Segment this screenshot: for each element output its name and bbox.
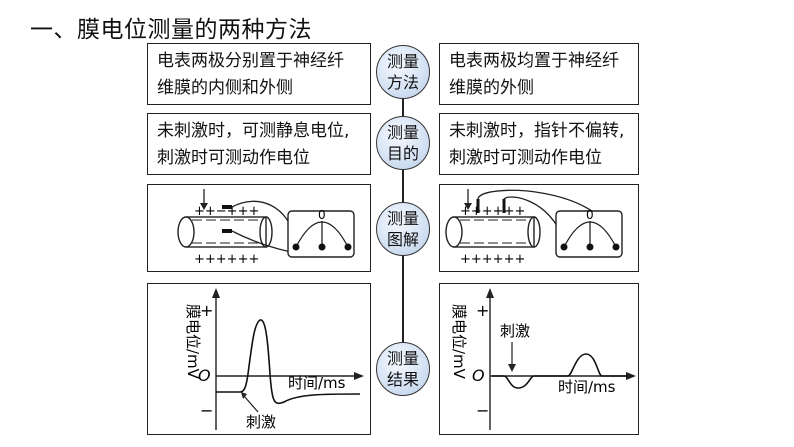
stimulus-arrowhead [200,203,208,210]
y-minus: − [476,401,489,420]
diagram-right: ++++++ ++++++ 0 [445,189,623,267]
y-minus: − [200,401,213,420]
method-right-box: 电表两极均置于神经纤维膜的外侧 [439,43,639,105]
origin-label: O [198,366,211,385]
y-plus: + [200,301,213,320]
x-axis-label: 时间/ms [288,374,346,392]
method-right-line-1: 电表两极均置于神经纤 [449,51,619,71]
method-right-line-2: 维膜的外侧 [449,78,534,98]
nerve-fiber-end [177,216,195,248]
diagram-left-box: ++−+++ ++++++ 0 [147,184,371,272]
stimulus-label: 刺激 [246,413,276,431]
result-right-graph: + − O 时间/ms 膜电位/mV 刺激 [450,288,636,430]
y-axis-label: 膜电位/mV [450,304,468,380]
diagram-circle-line-2: 图解 [386,230,419,249]
result-circle-line-2: 结果 [386,370,419,389]
diagram-left: ++−+++ ++++++ 0 [177,189,355,267]
y-axis-arrow [212,288,220,298]
method-left-line-2: 维膜的内侧和外侧 [157,78,293,98]
result-left-graph: + − O 时间/ms 膜电位/mV 刺激 [184,288,364,431]
x-axis-arrow [354,372,364,380]
method-circle-line-2: 方法 [386,73,419,92]
method-left-line-1: 电表两极分别置于神经纤 [157,51,344,71]
y-plus: + [476,301,489,320]
origin-label: O [472,366,485,385]
diagram-circle-line-1: 测量 [386,209,419,228]
terminal-center [318,243,326,251]
result-right-box: + − O 时间/ms 膜电位/mV 刺激 [439,283,639,435]
y-axis-arrow [486,288,494,298]
method-circle: 测量 方法 [376,45,430,99]
action-potential-curve [216,319,361,405]
meter-zero: 0 [586,208,594,222]
bottom-charges: ++++++ [194,252,259,267]
terminal-left [292,243,300,251]
result-left-box: + − O 时间/ms 膜电位/mV 刺激 [147,283,371,435]
x-axis-label: 时间/ms [558,378,616,396]
electrode-inner [222,229,232,233]
nerve-fiber-cut [527,216,541,248]
method-left-box: 电表两极分别置于神经纤维膜的内侧和外侧 [147,43,371,105]
electrode-outer [222,205,232,209]
galvanometer [287,210,355,258]
stimulus-label: 刺激 [500,322,530,340]
meter-zero: 0 [318,208,326,222]
purpose-left-box: 未刺激时，可测静息电位, 刺激时可测动作电位 [147,113,371,175]
y-axis-label: 膜电位/mV [184,304,202,380]
nerve-fiber-cut [259,216,273,248]
result-circle: 测量 结果 [376,342,430,396]
purpose-circle-line-1: 测量 [386,123,419,142]
purpose-right-line-1: 未刺激时，指针不偏转, [449,121,625,141]
stimulus-arrowhead [464,203,472,210]
terminal-right [612,243,620,251]
nerve-fiber-end [445,216,463,248]
top-charges: ++++++ [460,204,525,219]
purpose-right-box: 未刺激时，指针不偏转, 刺激时可测动作电位 [439,113,639,175]
bottom-charges: ++++++ [460,252,525,267]
x-axis-arrow [626,372,636,380]
top-charges: ++−+++ [194,204,259,219]
page-title: 一、膜电位测量的两种方法 [30,17,312,43]
purpose-left-line-1: 未刺激时，可测静息电位, [157,121,350,141]
purpose-left-line-2: 刺激时可测动作电位 [157,148,310,168]
purpose-circle-line-2: 目的 [386,144,419,163]
galvanometer [555,210,623,258]
diagram-right-box: ++++++ ++++++ 0 [439,184,639,272]
terminal-center [586,243,594,251]
terminal-left [560,243,568,251]
method-circle-line-1: 测量 [386,52,419,71]
biphasic-curve [492,353,628,389]
terminal-right [344,243,352,251]
result-circle-line-1: 测量 [386,349,419,368]
purpose-circle: 测量 目的 [376,116,430,170]
stimulus-pointer-head [508,364,516,372]
diagram-circle: 测量 图解 [376,202,430,256]
stimulus-pointer-head [241,392,247,399]
stimulus-pointer [243,395,259,413]
purpose-right-line-2: 刺激时可测动作电位 [449,148,602,168]
